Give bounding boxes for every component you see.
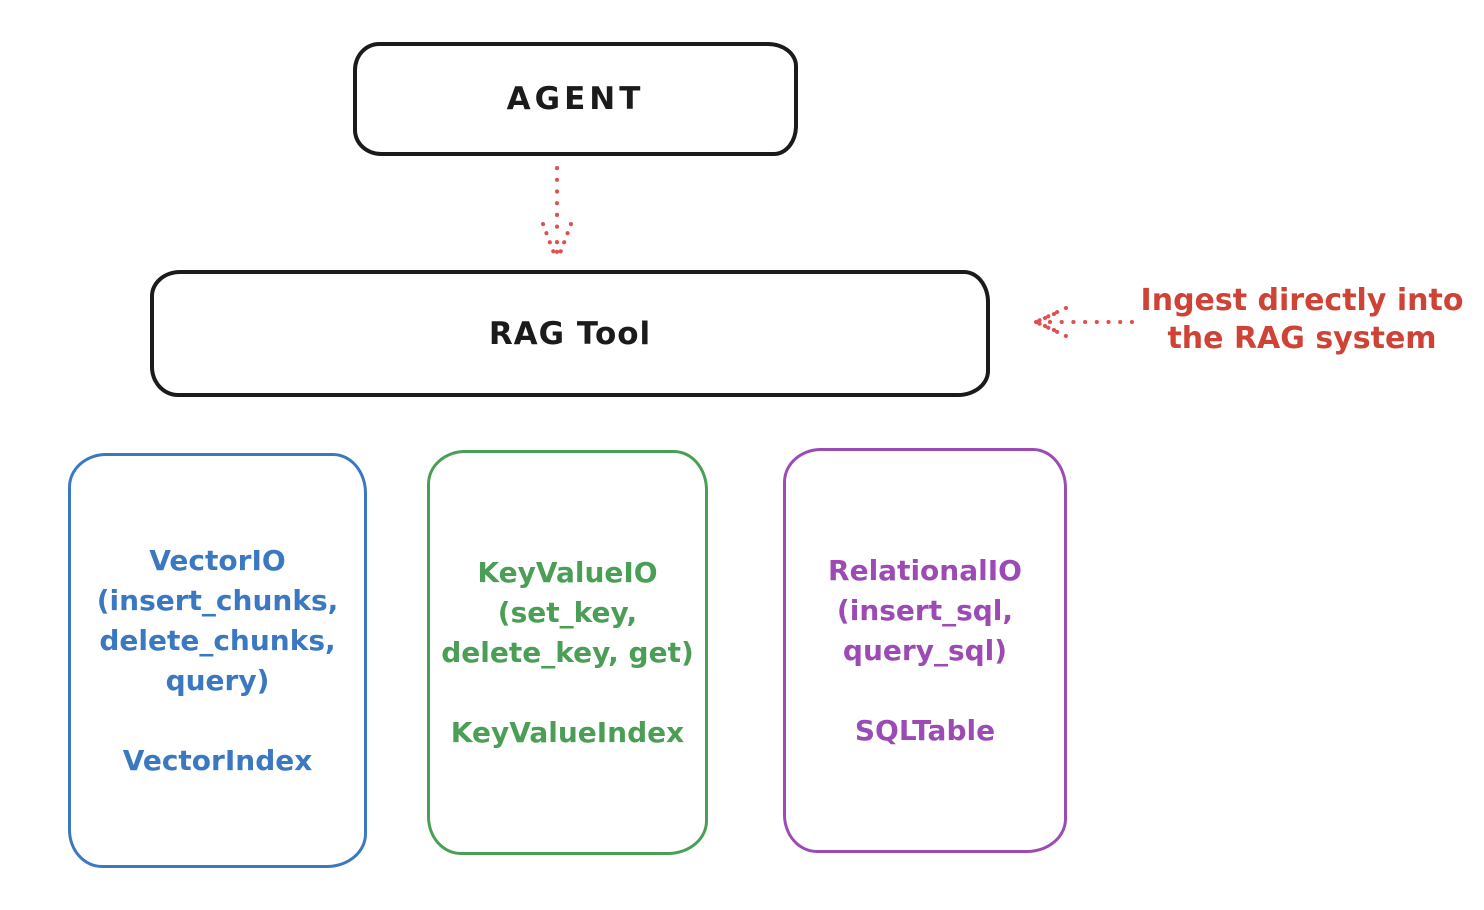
rag-tool-box: RAG Tool xyxy=(150,270,990,397)
ingest-annotation: Ingest directly into the RAG system xyxy=(1140,283,1464,356)
keyvalue-io-label: KeyValueIO (set_key, delete_key, get) xyxy=(441,555,694,669)
keyvalue-index-label: KeyValueIndex xyxy=(450,715,685,749)
agent-to-rag-arrow-icon xyxy=(541,166,573,262)
agent-label: AGENT xyxy=(506,81,645,117)
relational-io-box: RelationalIO (insert_sql, query_sql) SQL… xyxy=(783,448,1067,853)
agent-box: AGENT xyxy=(353,42,798,156)
relational-io-label: RelationalIO (insert_sql, query_sql) xyxy=(828,553,1022,667)
annotation-to-rag-arrow-icon xyxy=(1034,306,1134,338)
vector-index-label: VectorIndex xyxy=(122,743,313,777)
rag-tool-label: RAG Tool xyxy=(488,315,652,352)
sql-table-label: SQLTable xyxy=(854,713,996,747)
vector-io-label: VectorIO (insert_chunks, delete_chunks, … xyxy=(96,543,339,697)
keyvalue-io-box: KeyValueIO (set_key, delete_key, get) Ke… xyxy=(427,450,708,855)
vector-io-box: VectorIO (insert_chunks, delete_chunks, … xyxy=(68,453,367,868)
